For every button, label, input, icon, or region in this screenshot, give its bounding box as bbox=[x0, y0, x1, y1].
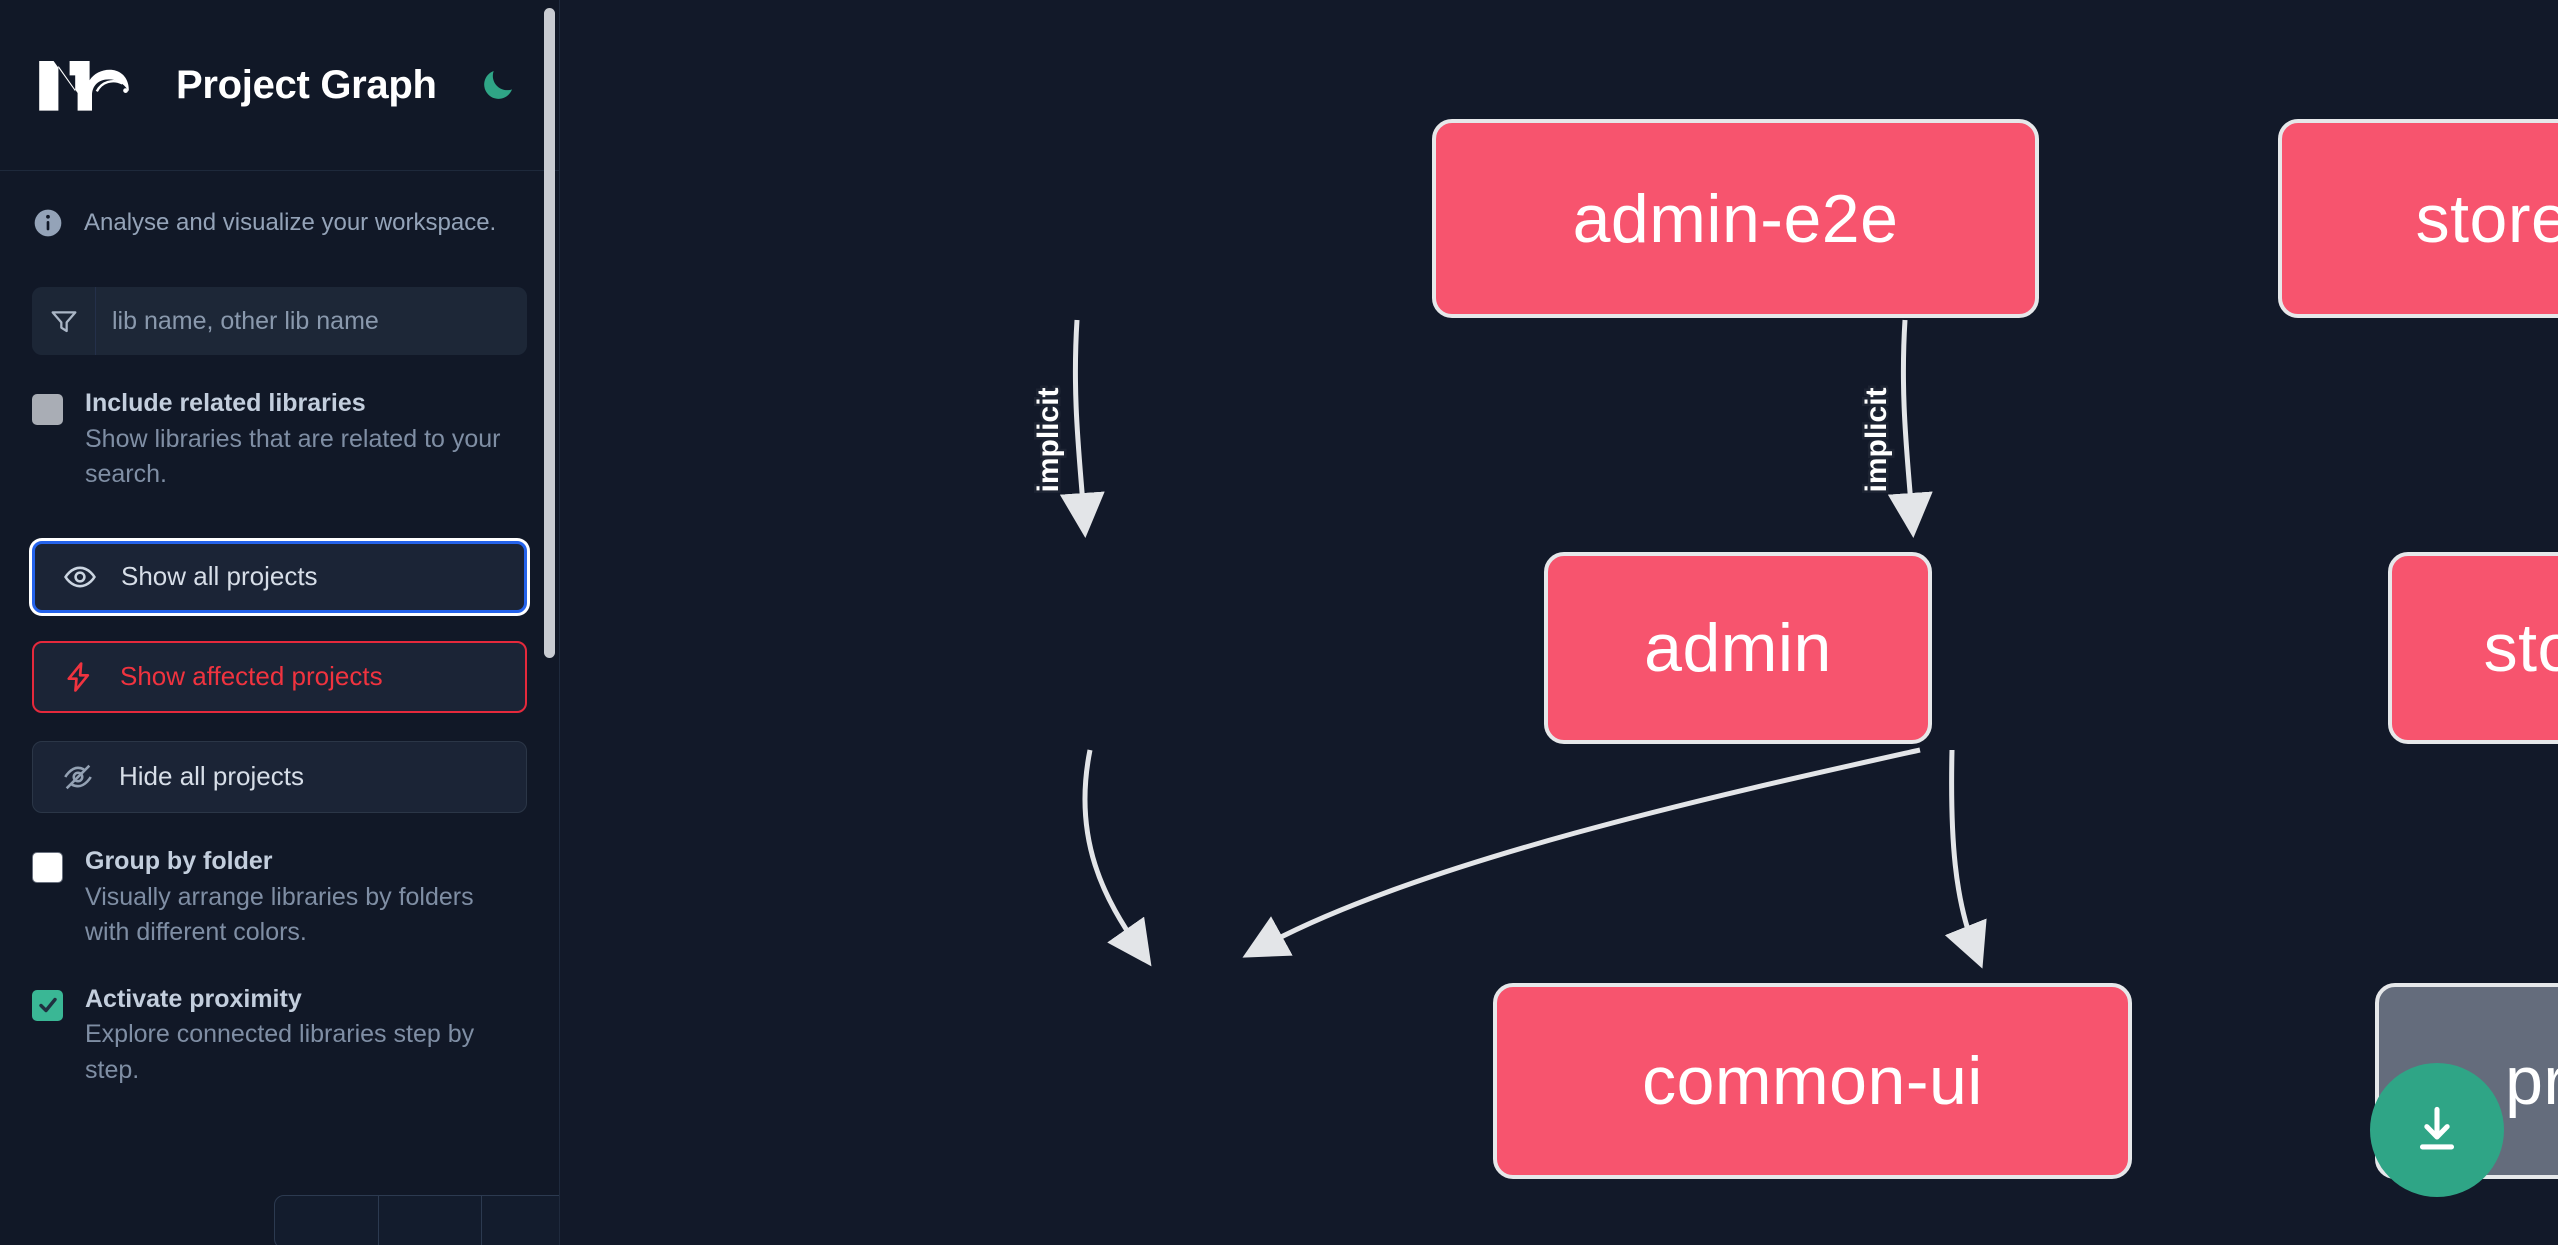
show-affected-projects-button[interactable]: Show affected projects bbox=[32, 640, 527, 713]
node-label: common-ui bbox=[1642, 1043, 1983, 1119]
graph-node-admin[interactable]: admin bbox=[1544, 552, 1932, 744]
option-activate-proximity: Activate proximity Explore connected lib… bbox=[0, 985, 559, 1089]
bolt-icon bbox=[67, 661, 90, 692]
option-label: Group by folder bbox=[85, 846, 273, 875]
sidebar-subtitle: Analyse and visualize your workspace. bbox=[84, 209, 497, 236]
nx-logo-icon bbox=[36, 56, 132, 114]
node-label: store-e2e bbox=[2415, 180, 2558, 257]
option-label: Activate proximity bbox=[85, 984, 302, 1013]
node-label: store bbox=[2483, 610, 2558, 686]
edge-label-implicit-store: implicit bbox=[1860, 387, 1893, 492]
edge-label-implicit-admin: implicit bbox=[1032, 387, 1065, 492]
graph-node-common-ui[interactable]: common-ui bbox=[1493, 983, 2132, 1179]
eye-off-icon bbox=[64, 764, 92, 789]
eye-icon bbox=[64, 566, 96, 588]
graph-node-store-e2e[interactable]: store-e2e bbox=[2278, 119, 2558, 318]
filter-icon bbox=[32, 287, 96, 355]
option-description: Visually arrange libraries by folders wi… bbox=[85, 882, 474, 947]
moon-icon[interactable] bbox=[475, 62, 521, 108]
graph-node-store[interactable]: store bbox=[2388, 552, 2558, 744]
option-include-related-libraries: Include related libraries Show libraries… bbox=[0, 389, 559, 493]
activate-proximity-checkbox[interactable] bbox=[32, 989, 63, 1021]
node-label: products bbox=[2505, 1043, 2558, 1119]
graph-node-admin-e2e[interactable]: admin-e2e bbox=[1432, 119, 2039, 318]
segmented-control-partial[interactable] bbox=[274, 1195, 559, 1245]
segment-1[interactable] bbox=[275, 1196, 379, 1245]
project-visibility-buttons: Show all projects Show affected projects… bbox=[0, 540, 559, 813]
download-graph-button[interactable] bbox=[2370, 1063, 2504, 1197]
button-label: Show all projects bbox=[121, 561, 318, 592]
include-related-libraries-checkbox[interactable] bbox=[32, 394, 63, 425]
sidebar-header: Project Graph bbox=[0, 0, 559, 171]
download-icon bbox=[2419, 1106, 2455, 1150]
group-by-folder-checkbox[interactable] bbox=[32, 851, 63, 883]
node-label: admin-e2e bbox=[1572, 180, 1899, 257]
segment-3[interactable] bbox=[482, 1196, 559, 1245]
segment-2[interactable] bbox=[379, 1196, 483, 1245]
option-group-by-folder: Group by folder Visually arrange librari… bbox=[0, 847, 559, 951]
graph-canvas[interactable]: implicit implicit admin-e2e store-e2e ad… bbox=[560, 0, 2558, 1245]
sidebar-scrollbar[interactable] bbox=[544, 8, 555, 658]
node-label: admin bbox=[1644, 610, 1832, 686]
option-description: Explore connected libraries step by step… bbox=[85, 1020, 475, 1084]
sidebar: Project Graph Analyse and visualize your… bbox=[0, 0, 560, 1245]
search-bar bbox=[32, 287, 527, 355]
show-all-projects-button[interactable]: Show all projects bbox=[32, 540, 527, 613]
check-icon bbox=[38, 997, 57, 1013]
sidebar-subtitle-row: Analyse and visualize your workspace. bbox=[0, 171, 559, 239]
hide-all-projects-button[interactable]: Hide all projects bbox=[32, 740, 527, 813]
page-title: Project Graph bbox=[176, 62, 437, 107]
button-label: Hide all projects bbox=[119, 761, 304, 792]
button-label: Show affected projects bbox=[120, 661, 383, 692]
search-input[interactable] bbox=[96, 287, 527, 355]
option-description: Show libraries that are related to your … bbox=[85, 424, 501, 489]
info-icon bbox=[32, 207, 64, 239]
option-label: Include related libraries bbox=[85, 389, 366, 417]
